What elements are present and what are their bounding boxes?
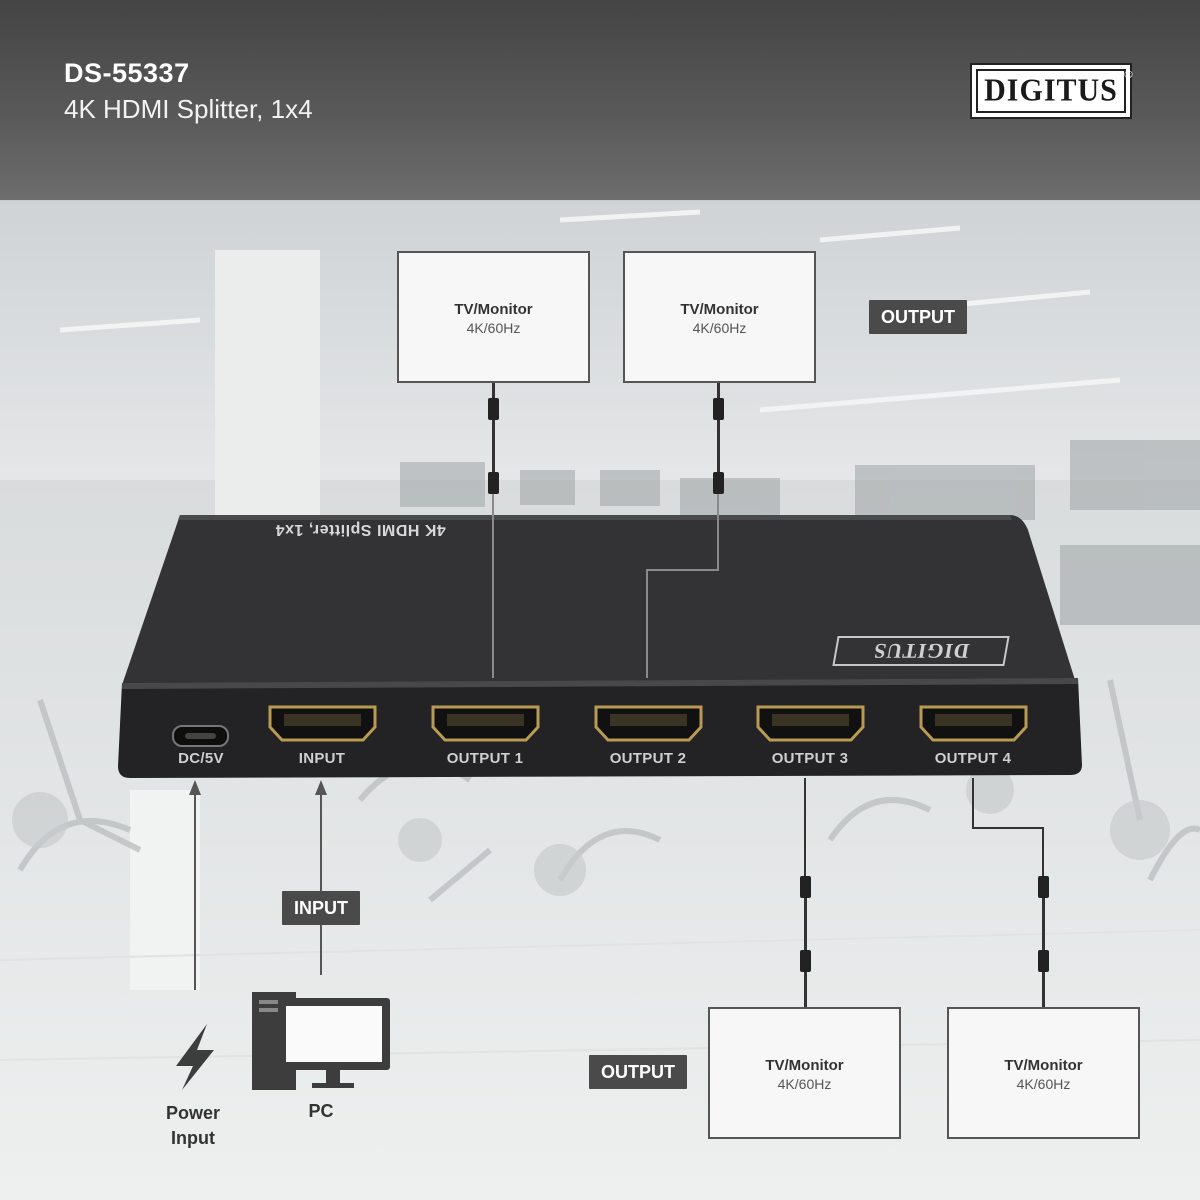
monitor-top-right: TV/Monitor 4K/60Hz (623, 251, 816, 383)
port-label-dc: DC/5V (178, 750, 224, 767)
output-tag-top: OUTPUT (869, 300, 967, 334)
port-label-output-2: OUTPUT 2 (609, 750, 687, 767)
port-label-output-1: OUTPUT 1 (446, 750, 524, 767)
port-label-output-3: OUTPUT 3 (771, 750, 849, 767)
power-input-label-line1: Power (165, 1103, 221, 1123)
port-label-input: INPUT (298, 750, 346, 767)
monitor-bottom-left: TV/Monitor 4K/60Hz (708, 1007, 901, 1139)
port-label-output-4: OUTPUT 4 (934, 750, 1012, 767)
input-tag: INPUT (282, 891, 360, 925)
brand-logo-text: DIGITUS (984, 73, 1118, 108)
monitor-resolution: 4K/60Hz (777, 1076, 832, 1092)
power-input-label: Power Input (143, 1101, 243, 1151)
pc-icon (252, 992, 390, 1090)
device-brand-badge-text: DIGITUS (870, 639, 971, 664)
device-top-label: 4K HDMI Splitter, 1x4 (275, 521, 446, 538)
output-tag-bottom: OUTPUT (589, 1055, 687, 1089)
monitor-resolution: 4K/60Hz (1016, 1076, 1071, 1092)
power-bolt-icon (176, 1024, 214, 1090)
product-subtitle: 4K HDMI Splitter, 1x4 (64, 94, 313, 124)
monitor-resolution: 4K/60Hz (692, 320, 747, 336)
monitor-bottom-right: TV/Monitor 4K/60Hz (947, 1007, 1140, 1139)
monitor-name: TV/Monitor (454, 301, 533, 318)
registered-mark: ® (1123, 68, 1134, 81)
brand-logo: DIGITUS (970, 63, 1132, 119)
monitor-resolution: 4K/60Hz (466, 320, 521, 336)
monitor-top-left: TV/Monitor 4K/60Hz (397, 251, 590, 383)
monitor-name: TV/Monitor (765, 1057, 844, 1074)
monitor-name: TV/Monitor (680, 301, 759, 318)
monitor-name: TV/Monitor (1004, 1057, 1083, 1074)
power-input-label-line2: Input (171, 1128, 215, 1148)
pc-label: PC (308, 1101, 334, 1121)
device-brand-badge: DIGITUS (832, 636, 1010, 666)
model-number: DS-55337 (64, 58, 190, 88)
device-top (122, 515, 1075, 685)
